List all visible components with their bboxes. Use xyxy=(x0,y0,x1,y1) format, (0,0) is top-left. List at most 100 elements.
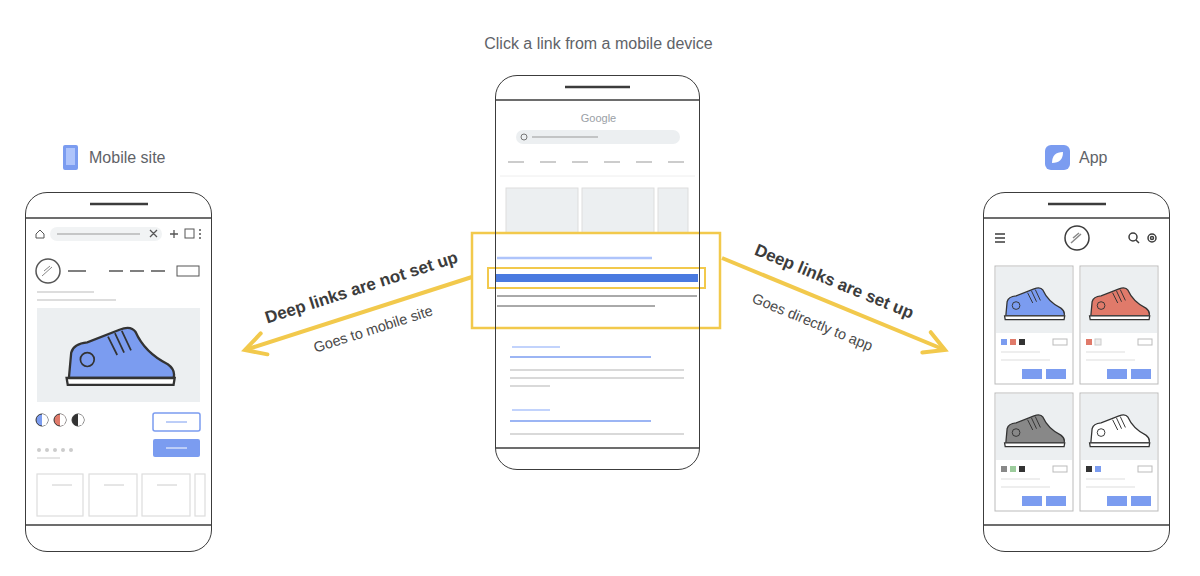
illustration-line xyxy=(52,485,72,486)
illustration-use xyxy=(1090,415,1150,447)
illustration-line xyxy=(510,377,684,379)
illustration-line xyxy=(130,270,144,272)
illustration-rect xyxy=(1107,496,1127,506)
illustration-circle xyxy=(36,259,60,283)
illustration-rect xyxy=(1095,339,1101,345)
illustration-circle xyxy=(1065,226,1089,250)
illustration-line xyxy=(984,524,1169,526)
illustration-use xyxy=(1005,288,1065,320)
illustration-g xyxy=(37,448,73,452)
illustration-circle xyxy=(61,448,65,452)
illustration-circle xyxy=(521,134,527,140)
illustration-rect xyxy=(185,229,194,238)
illustration-line xyxy=(510,356,651,358)
illustration-rect xyxy=(1019,466,1025,472)
illustration-rect xyxy=(1095,466,1101,472)
illustration-line xyxy=(166,422,187,423)
illustration-rect xyxy=(996,394,1072,460)
illustration-rect xyxy=(472,233,720,328)
illustration-line xyxy=(512,346,560,348)
illustration-line xyxy=(668,161,684,163)
illustration-line xyxy=(57,234,140,235)
illustration-rect xyxy=(1138,466,1152,472)
arrowhead xyxy=(245,333,267,354)
illustration-line xyxy=(166,448,187,449)
illustration-rect xyxy=(1019,339,1025,345)
illustration-circle xyxy=(72,414,84,426)
illustration-g xyxy=(1053,339,1152,472)
illustration-rect xyxy=(1022,369,1042,379)
phone-mobile-site: Mobile site xyxy=(25,192,212,552)
illustration-rect xyxy=(1131,496,1151,506)
illustration-line xyxy=(636,161,652,163)
illustration-line xyxy=(1001,487,1050,488)
illustration-line xyxy=(157,485,177,486)
illustration-g xyxy=(984,204,1169,525)
illustration-line xyxy=(1001,479,1040,480)
illustration-circle xyxy=(1129,233,1137,241)
illustration-g xyxy=(26,204,211,525)
illustration-rect xyxy=(1086,466,1092,472)
illustration-line xyxy=(510,433,684,435)
illustration-rect xyxy=(1080,266,1158,384)
illustration-use xyxy=(67,328,175,385)
illustration-path xyxy=(42,266,52,276)
illustration-use xyxy=(1090,288,1150,320)
illustration-circle xyxy=(69,448,73,452)
illustration-rect xyxy=(66,148,75,165)
illustration-g xyxy=(37,474,205,516)
illustration-circle xyxy=(37,448,41,452)
illustration-rect xyxy=(1081,394,1157,460)
illustration-line xyxy=(500,176,695,177)
illustration-line xyxy=(497,306,655,307)
illustration-line xyxy=(512,409,550,411)
heading: Click a link from a mobile device xyxy=(396,35,801,53)
illustration-path xyxy=(1071,233,1081,243)
illustration-line xyxy=(1001,352,1040,353)
illustration-path xyxy=(36,230,44,238)
arrowhead xyxy=(922,332,945,352)
illustration-line xyxy=(508,161,524,163)
illustration-line xyxy=(510,385,550,387)
illustration-circle xyxy=(1151,237,1154,240)
illustration-rect xyxy=(1001,339,1007,345)
illustration-line xyxy=(984,217,1169,219)
illustration-rect xyxy=(495,274,698,282)
illustration-rect xyxy=(50,227,162,241)
illustration-g xyxy=(52,485,177,486)
illustration-rect xyxy=(1131,369,1151,379)
illustration-rect xyxy=(1081,267,1157,333)
illustration-line xyxy=(1086,360,1135,361)
illustration-circle xyxy=(53,448,57,452)
illustration-rect xyxy=(153,413,200,431)
illustration-rect xyxy=(89,474,137,516)
search-logo: Google xyxy=(496,112,701,124)
illustration-line xyxy=(37,292,94,293)
phone-search: Click a link from a mobile deviceGoogle xyxy=(495,75,700,470)
illustration-line xyxy=(151,270,165,272)
illustration-rect xyxy=(996,267,1072,333)
illustration-rect xyxy=(195,474,205,516)
illustration-line xyxy=(497,296,697,297)
illustration-circle xyxy=(45,448,49,452)
illustration-line xyxy=(90,203,148,206)
illustration-line xyxy=(540,161,556,163)
illustration-line xyxy=(510,420,651,422)
illustration-line xyxy=(109,270,123,272)
illustration-circle xyxy=(36,414,48,426)
illustration-line xyxy=(1086,352,1125,353)
illustration-rect xyxy=(1107,369,1127,379)
illustration-rect xyxy=(1080,393,1158,511)
illustration-line xyxy=(1001,360,1050,361)
illustration-rect xyxy=(142,474,190,516)
heading: App xyxy=(1079,149,1107,167)
illustration-line xyxy=(37,458,60,459)
illustration-g xyxy=(995,266,1158,511)
illustration-line xyxy=(26,217,211,219)
illustration-line xyxy=(572,161,588,163)
illustration-line xyxy=(565,86,630,89)
illustration-rect xyxy=(995,266,1073,384)
illustration-path xyxy=(1052,152,1063,163)
